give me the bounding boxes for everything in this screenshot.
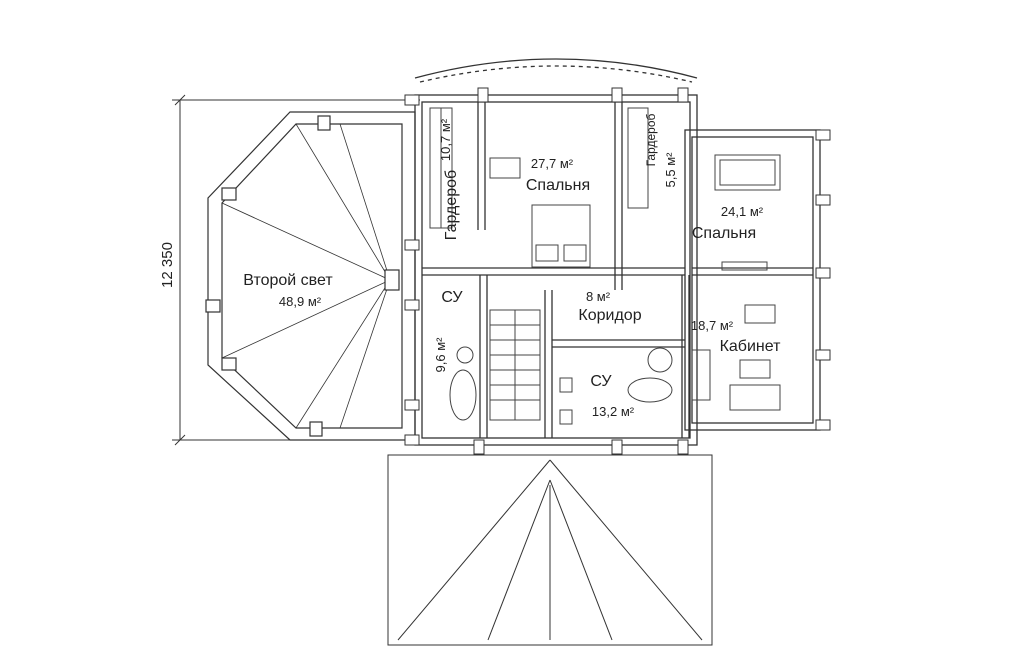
study-area: 18,7 м² (691, 318, 734, 333)
wardrobe-right-label: Гардероб (644, 113, 658, 166)
height-dimension-label: 12 350 (159, 242, 176, 288)
corridor-label: Коридор (578, 307, 641, 324)
bedroom-right-area: 24,1 м² (721, 204, 764, 219)
second-light-room (205, 111, 416, 441)
log-ends (404, 87, 831, 455)
bath-left-label: СУ (441, 289, 463, 306)
corridor-area: 8 м² (586, 289, 611, 304)
furniture (429, 107, 781, 425)
wardrobe-left-label: Гардероб (443, 170, 460, 240)
second-light-area: 48,9 м² (279, 294, 322, 309)
bedroom-center-area: 27,7 м² (531, 156, 574, 171)
bedroom-right-label: Спальня (692, 225, 756, 242)
wardrobe-left-area: 10,7 м² (438, 118, 453, 161)
bath-left-area: 9,6 м² (433, 337, 448, 373)
study-label: Кабинет (720, 338, 782, 355)
wardrobe-right-area: 5,5 м² (663, 152, 678, 188)
bath-center-label: СУ (590, 373, 612, 390)
bedroom-center-label: Спальня (526, 177, 590, 194)
second-light-label: Второй свет (243, 272, 333, 289)
height-dimension (172, 94, 420, 446)
main-walls (414, 58, 821, 446)
bath-center-area: 13,2 м² (592, 404, 635, 419)
porch-roof (387, 454, 713, 646)
